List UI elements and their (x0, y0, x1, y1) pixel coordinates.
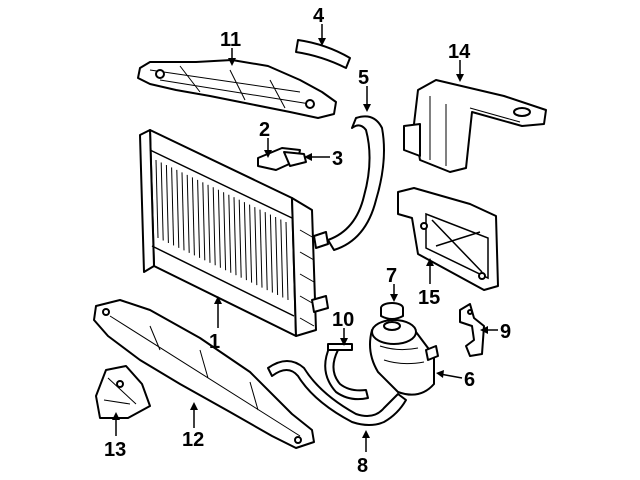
shroud-bracket-part (403, 79, 547, 173)
callout-labels: 1 2 3 4 5 6 7 8 9 10 11 12 13 14 15 (104, 5, 511, 477)
radiator-fin-line (197, 179, 201, 258)
radiator-fin-line (280, 219, 284, 298)
radiator-fin-line (275, 217, 279, 296)
radiator-fin-line (202, 182, 206, 261)
radiator-fin-line (228, 194, 232, 273)
callout-13: 13 (104, 439, 126, 461)
radiator-fin-line (223, 192, 227, 271)
radiator-fin-line (238, 199, 242, 278)
leader-lines (112, 24, 498, 452)
radiator-fin-line (171, 167, 175, 246)
radiator-fin-line (264, 212, 268, 291)
radiator-fin-line (269, 214, 273, 293)
callout-15: 15 (418, 287, 440, 309)
lower-support-part (93, 299, 315, 449)
radiator-fin-line (155, 159, 159, 239)
callout-5: 5 (358, 67, 369, 89)
reservoir-cap-part (380, 302, 404, 320)
callout-4: 4 (313, 5, 325, 27)
bracket-clip-part (257, 147, 307, 171)
callout-9: 9 (500, 321, 511, 343)
small-bracket-part (459, 303, 485, 357)
coolant-reservoir-part (369, 319, 439, 396)
callout-1: 1 (209, 331, 220, 353)
callout-3: 3 (332, 148, 343, 170)
upper-hose-part (295, 39, 351, 69)
radiator-fin-line (207, 184, 211, 263)
callout-14: 14 (448, 41, 471, 63)
callout-7: 7 (386, 265, 397, 287)
radiator-fin-line (160, 162, 164, 241)
radiator-fin-line (259, 209, 263, 288)
callout-12: 12 (182, 429, 204, 451)
radiator-fin-line (285, 221, 289, 301)
radiator-fin-line (254, 207, 258, 286)
overflow-hose-part (267, 360, 407, 426)
radiator-fin-line (243, 202, 247, 281)
radiator-fin-line (176, 169, 180, 248)
radiator-fin-line (212, 187, 216, 266)
callout-6: 6 (464, 369, 475, 391)
callout-10: 10 (332, 309, 354, 331)
upper-support-part (137, 59, 337, 119)
radiator-fin-line (186, 174, 190, 253)
callout-2: 2 (259, 119, 270, 141)
lower-mount-part (95, 365, 151, 419)
radiator-hose-part (327, 115, 385, 251)
reservoir-strap-part (324, 343, 369, 401)
radiator-part (139, 129, 329, 337)
radiator-fin-line (191, 177, 195, 256)
radiator-fin-line (233, 197, 237, 276)
callout-8: 8 (357, 455, 368, 477)
radiator-fin-line (181, 172, 185, 251)
lower-shroud-part (397, 187, 499, 291)
radiator-fin-line (217, 189, 221, 268)
radiator-fin-line (249, 204, 253, 283)
radiator-fin-line (165, 164, 169, 243)
callout-11: 11 (220, 29, 241, 51)
